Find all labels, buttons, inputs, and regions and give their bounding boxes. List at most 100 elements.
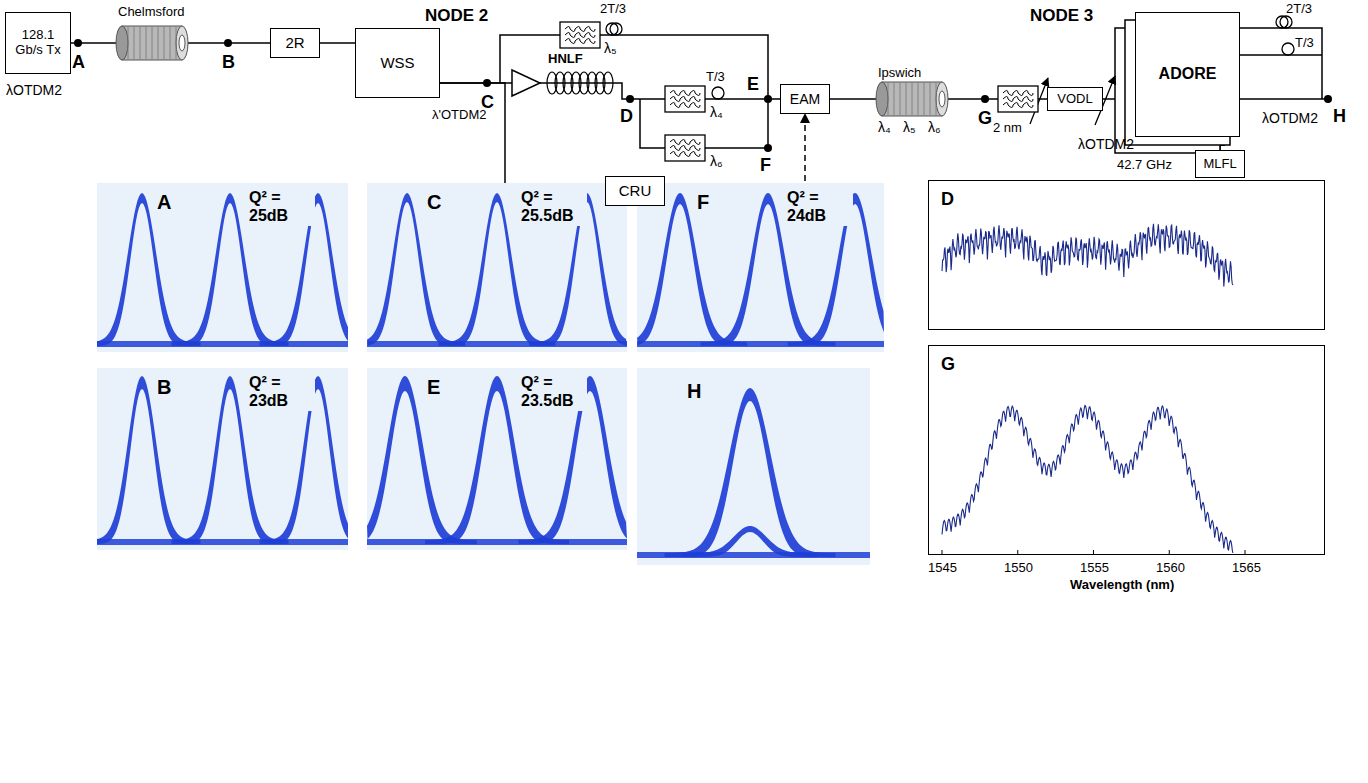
hnlf-coil bbox=[603, 72, 613, 94]
fibre-winding bbox=[164, 27, 165, 59]
fibre-winding bbox=[918, 83, 919, 115]
eye-baseline bbox=[97, 341, 348, 347]
eye-panel-grounds bbox=[97, 183, 884, 565]
eye-baseline bbox=[97, 539, 348, 545]
signal-label: T/3 bbox=[1295, 36, 1314, 51]
fibre-winding bbox=[906, 83, 907, 115]
spectrum-trace bbox=[942, 406, 1233, 554]
eye-panel-ground bbox=[367, 183, 627, 352]
filter-passband bbox=[1003, 97, 1033, 102]
transmitter-box: 128.1 Gb/s Tx bbox=[5, 12, 71, 74]
fibre-winding bbox=[894, 83, 895, 115]
panel-label: G bbox=[939, 354, 957, 375]
probe-dot bbox=[626, 95, 634, 103]
signal-label: λ₆ bbox=[710, 153, 723, 169]
upper-branch-wire bbox=[500, 35, 768, 148]
eye-pulse bbox=[97, 193, 201, 346]
panel-label: Q² = 25.5dB bbox=[519, 189, 587, 226]
eye-pulse bbox=[665, 388, 836, 557]
spectrum-panel: G bbox=[928, 345, 1325, 555]
fibre-winding bbox=[888, 83, 889, 115]
callout-label: Wavelength (nm) bbox=[1070, 578, 1174, 593]
eye-pulse bbox=[367, 376, 477, 544]
laser-box: MLFL bbox=[1195, 150, 1245, 178]
callout-label: E bbox=[747, 74, 759, 95]
signal-label: λ'OTDM2 bbox=[432, 108, 486, 123]
signal-label: λOTDM2 bbox=[1262, 110, 1318, 126]
amplifier-symbol bbox=[512, 70, 540, 96]
eye-panel: AQ² = 25dB bbox=[97, 183, 348, 352]
eye-pulse bbox=[367, 193, 466, 346]
panel-label: Q² = 25dB bbox=[247, 189, 315, 226]
filter-symbol bbox=[665, 135, 705, 161]
panel-label: D bbox=[939, 189, 956, 210]
filter-passband bbox=[670, 97, 700, 102]
box-label: 128.1 Gb/s Tx bbox=[14, 28, 62, 58]
delay-coil bbox=[1282, 43, 1294, 55]
signal-label: λ₅ bbox=[604, 40, 617, 56]
eye-pulse bbox=[683, 526, 818, 557]
panel-label: Q² = 23dB bbox=[247, 374, 315, 411]
wss-box: WSS bbox=[355, 28, 440, 98]
connector-line bbox=[440, 83, 605, 191]
fibre-winding bbox=[900, 83, 901, 115]
axis-tick-label: 1565 bbox=[1232, 561, 1261, 576]
regenerator-box: 2R bbox=[270, 28, 320, 58]
eye-baseline bbox=[637, 341, 884, 347]
box-label: CRU bbox=[619, 182, 652, 199]
signal-label: 2T/3 bbox=[600, 2, 626, 17]
eye-panel-ground bbox=[97, 368, 348, 550]
signal-label: 2 nm bbox=[993, 121, 1022, 136]
probe-dot bbox=[224, 39, 232, 47]
signal-label: λOTDM2 bbox=[1078, 136, 1134, 152]
spectrum-trace bbox=[942, 224, 1233, 287]
filter-passband bbox=[670, 146, 700, 151]
filter-passband bbox=[565, 27, 595, 32]
eye-pulse bbox=[97, 376, 201, 544]
signal-label: Ipswich bbox=[878, 66, 921, 81]
signal-label: λ₄ bbox=[710, 104, 723, 120]
eye-panel-ground bbox=[637, 183, 884, 352]
probe-dot bbox=[981, 95, 989, 103]
callout-label: HNLF bbox=[548, 52, 583, 67]
panel-label: H bbox=[685, 380, 703, 403]
box-label: EAM bbox=[790, 91, 820, 107]
panel-label: B bbox=[155, 376, 173, 399]
box-label: MLFL bbox=[1203, 157, 1236, 172]
filter-symbol bbox=[560, 22, 600, 48]
probe-dot bbox=[764, 144, 772, 152]
eye-pulse bbox=[637, 193, 748, 346]
axis-tick-label: 1545 bbox=[928, 561, 957, 576]
axis-tick-label: 1560 bbox=[1156, 561, 1185, 576]
clock-recovery-box: CRU bbox=[605, 176, 665, 206]
eye-panel: B Q² = 23dB bbox=[97, 368, 348, 550]
chelmsford-spool bbox=[116, 26, 188, 60]
probe-dot bbox=[74, 39, 82, 47]
signal-label: λ₄ bbox=[878, 119, 891, 135]
connector-line bbox=[320, 42, 355, 44]
callout-label: A bbox=[72, 52, 85, 73]
callout-label: G bbox=[978, 108, 992, 129]
connector-line bbox=[665, 114, 805, 191]
callout-label: F bbox=[760, 155, 771, 176]
generated-drawing bbox=[97, 16, 1294, 558]
fibre-winding bbox=[152, 27, 153, 59]
demultiplexer-box: ADORE bbox=[1135, 12, 1240, 137]
callout-label: D bbox=[620, 106, 633, 127]
callout-label: NODE 3 bbox=[1030, 6, 1093, 26]
eye-baseline bbox=[367, 539, 627, 545]
probe-dot bbox=[764, 95, 772, 103]
eye-panel-ground bbox=[367, 368, 627, 550]
adore-output-wires bbox=[1240, 28, 1328, 99]
signal-label: λOTDM2 bbox=[6, 82, 62, 98]
fibre-winding bbox=[146, 27, 147, 59]
spectrum-panel: D bbox=[928, 180, 1325, 330]
filter-passband bbox=[565, 39, 595, 44]
filter-passband bbox=[1003, 103, 1033, 108]
signal-label: λ₅ bbox=[903, 119, 916, 135]
delay-coil bbox=[1280, 16, 1292, 28]
filter-passband bbox=[670, 152, 700, 157]
delay-coil bbox=[712, 87, 724, 99]
fibre-winding bbox=[936, 83, 937, 115]
